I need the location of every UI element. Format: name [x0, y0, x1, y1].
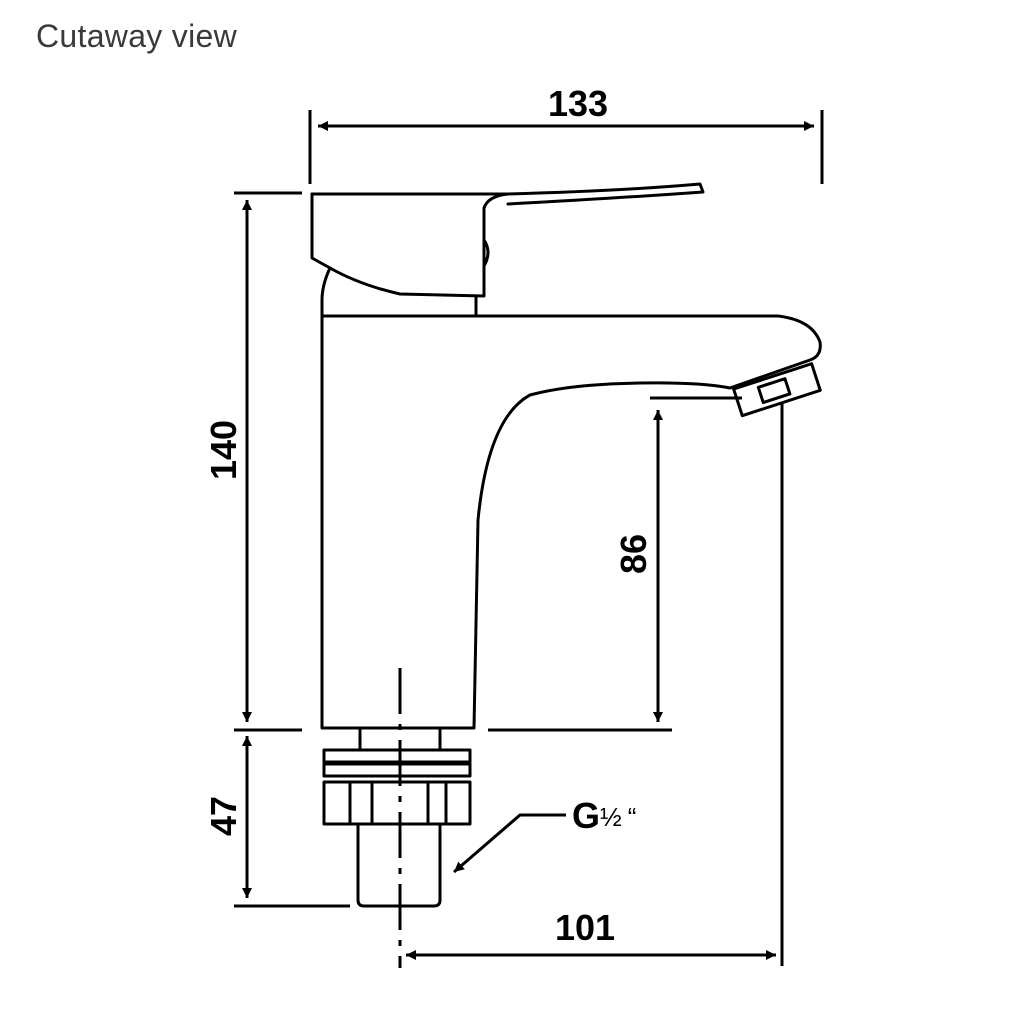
faucet-body	[320, 314, 822, 730]
lock-ring-2	[322, 762, 472, 778]
lock-ring-1	[322, 748, 472, 764]
thread-leader	[453, 813, 566, 874]
dim-label-86: 86	[613, 534, 654, 574]
thread-fraction: ½	[600, 802, 622, 832]
cartridge-cap	[320, 266, 332, 318]
dimension-lines	[242, 121, 814, 960]
dim-label-47: 47	[203, 796, 244, 836]
extension-lines	[234, 110, 824, 966]
dim-label-101: 101	[555, 907, 615, 948]
thread-letter: G	[572, 795, 600, 836]
dim-label-133: 133	[548, 83, 608, 124]
caption-title: Cutaway view	[36, 18, 238, 54]
dim-label-140: 140	[203, 420, 244, 480]
faucet-outline	[310, 182, 822, 908]
thread-inch-mark: “	[628, 802, 637, 832]
lever-handle	[310, 182, 705, 298]
hex-nut	[322, 780, 472, 826]
thread-spec-label: G½“	[572, 795, 636, 836]
handle-knob	[482, 238, 490, 268]
